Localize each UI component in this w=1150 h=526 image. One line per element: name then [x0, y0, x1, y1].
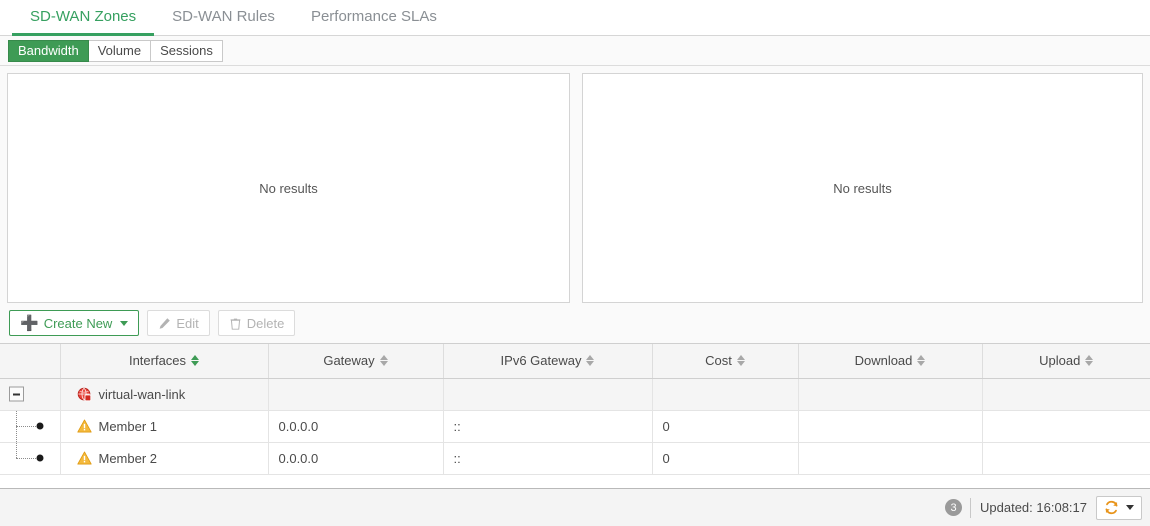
column-header-ipv6-gateway-label: IPv6 Gateway: [500, 353, 582, 369]
cell-upload: [982, 410, 1150, 443]
bandwidth-chart-panel-right: No results: [582, 73, 1143, 303]
column-header-cost[interactable]: Cost: [652, 344, 799, 379]
segment-bandwidth[interactable]: Bandwidth: [8, 39, 89, 62]
tree-branch-cell: [0, 410, 61, 443]
column-header-gateway-label: Gateway: [323, 353, 375, 369]
cell-interfaces-label: virtual-wan-link: [98, 386, 186, 402]
tree-line-horizontal: [16, 458, 38, 459]
segment-bandwidth-label: Bandwidth: [18, 43, 79, 58]
tab-sd-wan-rules[interactable]: SD-WAN Rules: [154, 0, 293, 36]
tab-performance-slas-label: Performance SLAs: [310, 8, 437, 25]
segment-volume[interactable]: Volume: [87, 39, 152, 62]
tree-toggle-cell[interactable]: [0, 378, 61, 411]
no-results-message-right: No results: [833, 180, 892, 196]
tab-sd-wan-rules-label: SD-WAN Rules: [172, 8, 275, 25]
cell-interfaces-label: Member 2: [98, 450, 158, 466]
table-header-row: Interfaces Gateway IPv6 Gateway: [0, 344, 1150, 379]
cell-gateway: 0.0.0.0: [268, 442, 444, 475]
warning-triangle-icon: [76, 451, 92, 465]
column-header-select: [0, 344, 61, 379]
sort-icon-download[interactable]: [917, 355, 926, 367]
warning-triangle-icon: [76, 419, 92, 433]
status-divider: [970, 497, 972, 518]
cell-upload: [982, 442, 1150, 475]
chevron-down-icon: [1126, 505, 1134, 510]
refresh-button[interactable]: [1096, 495, 1142, 520]
globe-red-icon: [77, 387, 91, 401]
last-updated-label: Updated: 16:08:17: [980, 500, 1087, 515]
cell-download: [798, 442, 983, 475]
collapse-minus-icon[interactable]: [9, 386, 24, 402]
cell-interfaces: virtual-wan-link: [60, 378, 269, 411]
delete-button-label: Delete: [246, 315, 285, 331]
tree-line-vertical: [16, 442, 17, 458]
tree-branch-cell: [0, 442, 61, 475]
interfaces-table: Interfaces Gateway IPv6 Gateway: [0, 344, 1150, 475]
column-header-upload[interactable]: Upload: [982, 344, 1150, 379]
cell-interfaces: Member 1: [60, 410, 269, 443]
pencil-icon: [159, 317, 171, 329]
cell-gateway: 0.0.0.0: [268, 410, 444, 443]
segment-volume-label: Volume: [97, 43, 142, 58]
cell-ipv6-gateway: [443, 378, 653, 411]
tab-sd-wan-zones[interactable]: SD-WAN Zones: [12, 0, 155, 36]
trash-icon: [230, 318, 241, 330]
tree-node-dot-icon: [36, 454, 44, 462]
column-header-upload-label: Upload: [1039, 353, 1081, 369]
table-toolbar: ➕ Create New Edit Delete: [0, 303, 1150, 343]
notification-count-badge[interactable]: 3: [945, 499, 963, 516]
refresh-icon: [1105, 500, 1118, 515]
cell-download: [798, 378, 983, 411]
cell-ipv6-gateway: ::: [443, 410, 653, 443]
column-header-interfaces-label: Interfaces: [128, 353, 187, 369]
segment-sessions-label: Sessions: [160, 43, 213, 58]
cell-interfaces-label: Member 1: [98, 418, 158, 434]
sort-icon-gateway[interactable]: [379, 355, 388, 367]
cell-download: [798, 410, 983, 443]
table-row[interactable]: Member 2 0.0.0.0 :: 0: [0, 442, 1150, 475]
create-new-button[interactable]: ➕ Create New: [9, 310, 140, 336]
tree-node-dot-icon: [36, 422, 44, 430]
column-header-gateway[interactable]: Gateway: [268, 344, 444, 379]
cell-cost: 0: [652, 410, 799, 443]
column-header-download[interactable]: Download: [798, 344, 983, 379]
cell-interfaces: Member 2: [60, 442, 269, 475]
chart-panels: No results No results: [0, 66, 1150, 303]
edit-button[interactable]: Edit: [147, 310, 210, 336]
column-header-cost-label: Cost: [705, 353, 732, 369]
sort-icon-cost[interactable]: [736, 355, 745, 367]
cell-ipv6-gateway: ::: [443, 442, 653, 475]
bandwidth-chart-panel-left: No results: [7, 73, 570, 303]
interfaces-table-container: Interfaces Gateway IPv6 Gateway: [0, 343, 1150, 488]
column-header-interfaces[interactable]: Interfaces: [60, 344, 269, 379]
column-header-ipv6-gateway[interactable]: IPv6 Gateway: [443, 344, 653, 379]
table-row[interactable]: virtual-wan-link: [0, 378, 1150, 411]
tab-sd-wan-zones-label: SD-WAN Zones: [30, 8, 137, 25]
tab-performance-slas[interactable]: Performance SLAs: [293, 0, 455, 36]
tree-line-horizontal: [16, 426, 38, 427]
delete-button[interactable]: Delete: [217, 310, 296, 336]
table-row[interactable]: Member 1 0.0.0.0 :: 0: [0, 410, 1150, 443]
sort-icon-ipv6-gateway[interactable]: [586, 355, 595, 367]
cell-cost: [652, 378, 799, 411]
sort-icon-upload[interactable]: [1085, 355, 1094, 367]
tree-line-vertical: [16, 410, 17, 441]
create-new-button-label: Create New: [43, 315, 113, 331]
cell-cost: 0: [652, 442, 799, 475]
sort-icon-interfaces[interactable]: [191, 355, 200, 367]
top-navigation-tabs: SD-WAN Zones SD-WAN Rules Performance SL…: [0, 0, 1150, 36]
chevron-down-icon: [120, 320, 129, 326]
edit-button-label: Edit: [176, 315, 199, 331]
column-header-download-label: Download: [854, 353, 913, 369]
cell-upload: [982, 378, 1150, 411]
cell-gateway: [268, 378, 444, 411]
plus-icon: ➕: [20, 314, 39, 332]
metric-toggle-group: Bandwidth Volume Sessions: [0, 36, 1150, 66]
segment-sessions[interactable]: Sessions: [150, 39, 223, 62]
no-results-message-left: No results: [259, 180, 318, 196]
status-bar: 3 Updated: 16:08:17: [0, 488, 1150, 526]
